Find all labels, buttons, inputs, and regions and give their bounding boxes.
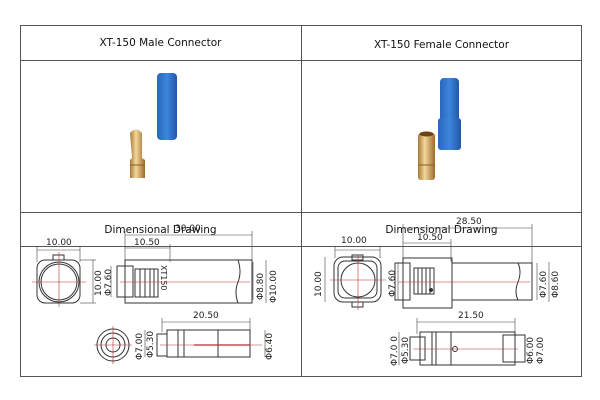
dim-overall-length: 28.50 [456, 217, 482, 227]
pin-side-view [419, 331, 516, 366]
female-connector-title: XT-150 Female Connector [373, 39, 510, 51]
dim-pin-dia-3: Φ6.40 [265, 333, 275, 360]
dim-overall-length: 30.00 [175, 224, 201, 234]
part-marking: XT150 [159, 265, 168, 291]
dim-pin-dia-1: Φ7.00 [135, 333, 145, 360]
gold-pin [130, 129, 145, 178]
male-connector-title: XT-150 Male Connector [99, 37, 222, 49]
dim-dia-right-1: Φ8.80 [256, 273, 266, 300]
male-connector-photo [130, 73, 177, 178]
column-divider [301, 25, 302, 377]
dim-front-length: 10.50 [134, 238, 160, 248]
dim-pin-dia-2: Φ5.30 [401, 337, 411, 364]
dim-front-width: 10.00 [46, 238, 72, 248]
dim-dia-right-1: Φ7.60 [539, 271, 549, 298]
blue-housing [440, 78, 459, 128]
female-connector-photo [418, 78, 461, 180]
dim-pin-dia-3: Φ6.00 [526, 337, 536, 364]
dim-dia-left: Φ7.60 [104, 269, 114, 296]
pin-side-view [166, 329, 251, 358]
dim-pin-length: 21.50 [458, 311, 484, 321]
male-drawing-title: Dimensional Drawing [104, 224, 217, 236]
dim-pin-dia-1: Φ7.0 0 [390, 336, 400, 366]
dim-front-length: 10.50 [417, 233, 443, 243]
dim-dia-right-2: Φ10.00 [269, 270, 279, 303]
blue-housing [157, 73, 177, 140]
side-view [124, 259, 253, 304]
dim-front-width: 10.00 [341, 236, 367, 246]
dim-pin-length: 20.50 [193, 311, 219, 321]
dim-dia-right-2: Φ8.60 [551, 271, 561, 298]
dim-front-height: 10.00 [94, 270, 104, 296]
gold-socket [418, 133, 435, 180]
dim-dia-left: Φ7.60 [388, 270, 398, 297]
dim-front-height: 10.00 [314, 271, 324, 297]
dim-pin-dia-2: Φ5.30 [146, 331, 156, 358]
dim-pin-dia-4: Φ7.00 [536, 337, 546, 364]
female-drawing-title: Dimensional Drawing [385, 224, 498, 236]
